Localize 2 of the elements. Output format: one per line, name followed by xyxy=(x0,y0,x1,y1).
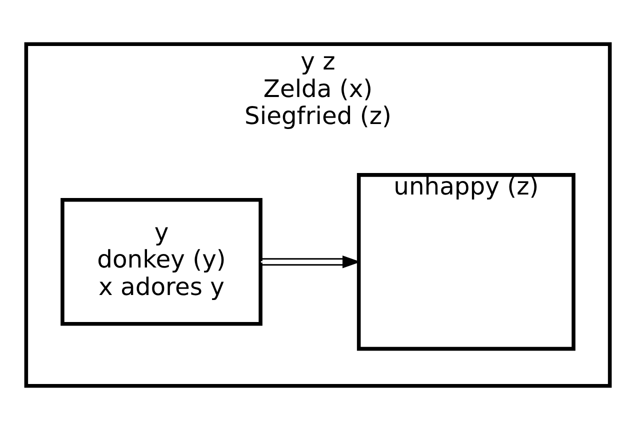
node-box: unhappy (z) xyxy=(356,173,576,351)
node-box: y donkey (y) x adores y xyxy=(60,198,262,326)
